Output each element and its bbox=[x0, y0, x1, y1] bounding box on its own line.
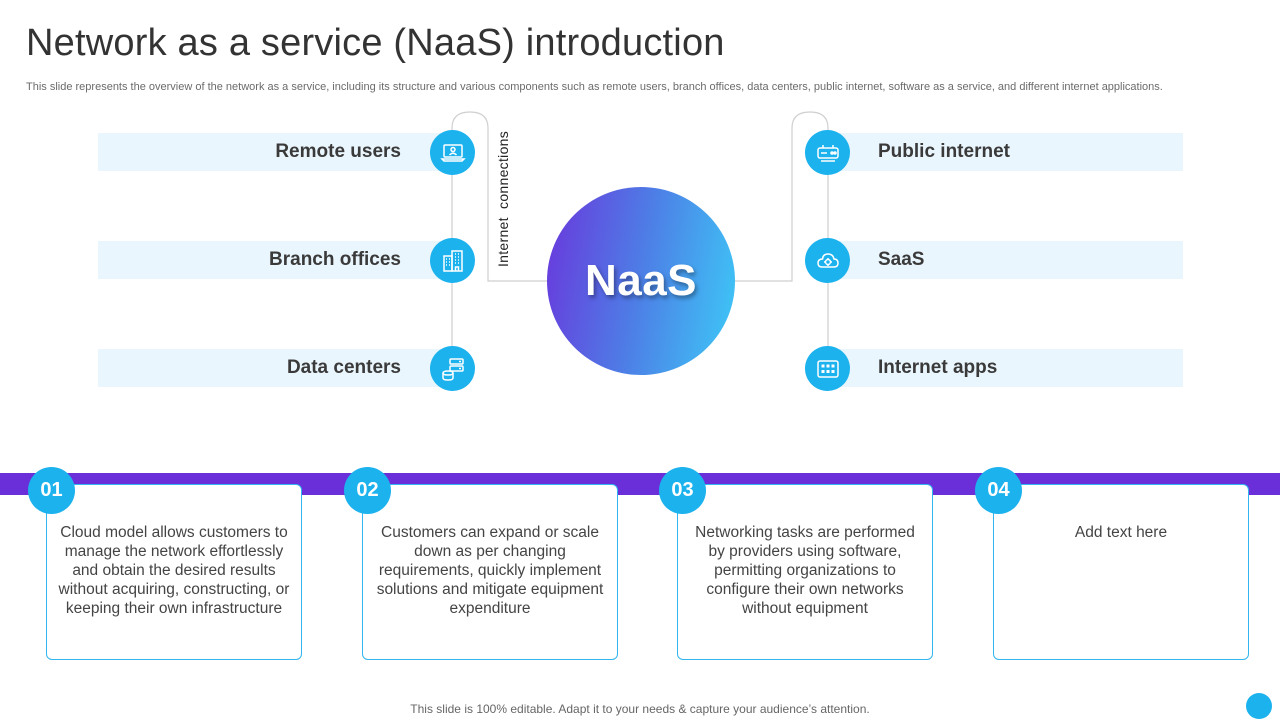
app-grid-icon bbox=[805, 346, 850, 391]
footer-note: This slide is 100% editable. Adapt it to… bbox=[410, 702, 870, 716]
internet-apps-bar: Internet apps bbox=[828, 349, 1183, 387]
saas-label: SaaS bbox=[878, 249, 925, 270]
server-stack-icon bbox=[430, 346, 475, 391]
laptop-user-icon bbox=[430, 130, 475, 175]
card-03-number: 03 bbox=[659, 467, 706, 514]
card-04: Add text here bbox=[993, 484, 1249, 660]
card-04-text: Add text here bbox=[1074, 524, 1168, 541]
remote-users-label: Remote users bbox=[275, 141, 401, 162]
page-subtitle: This slide represents the overview of th… bbox=[26, 81, 1163, 93]
internet-connections-label: Internet connections bbox=[489, 128, 517, 270]
remote-users-bar: Remote users bbox=[98, 133, 453, 171]
public-internet-label: Public internet bbox=[878, 141, 1010, 162]
card-01-number: 01 bbox=[28, 467, 75, 514]
card-02-text: Customers can expand or scale down as pe… bbox=[376, 524, 604, 617]
internet-apps-label: Internet apps bbox=[878, 357, 998, 378]
corner-dot bbox=[1246, 693, 1272, 719]
data-centers-label: Data centers bbox=[286, 357, 401, 378]
branch-offices-label: Branch offices bbox=[269, 249, 401, 270]
card-04-number: 04 bbox=[975, 467, 1022, 514]
public-internet-bar: Public internet bbox=[828, 133, 1183, 171]
naas-label: NaaS bbox=[584, 256, 698, 305]
card-02: Customers can expand or scale down as pe… bbox=[362, 484, 618, 660]
saas-bar: SaaS bbox=[828, 241, 1183, 279]
data-centers-bar: Data centers bbox=[98, 349, 453, 387]
branch-offices-bar: Branch offices bbox=[98, 241, 453, 279]
naas-circle: NaaS bbox=[547, 187, 735, 375]
card-01-text: Cloud model allows customers to manage t… bbox=[58, 524, 290, 617]
card-02-number: 02 bbox=[344, 467, 391, 514]
card-03: Networking tasks are performed by provid… bbox=[677, 484, 933, 660]
purple-band bbox=[0, 473, 1280, 495]
internet-connections-text: Internet connections bbox=[495, 130, 511, 268]
router-icon bbox=[805, 130, 850, 175]
card-03-text: Networking tasks are performed by provid… bbox=[695, 524, 915, 617]
building-icon bbox=[430, 238, 475, 283]
card-01: Cloud model allows customers to manage t… bbox=[46, 484, 302, 660]
page-title: Network as a service (NaaS) introduction bbox=[26, 22, 725, 64]
cloud-gear-icon bbox=[805, 238, 850, 283]
